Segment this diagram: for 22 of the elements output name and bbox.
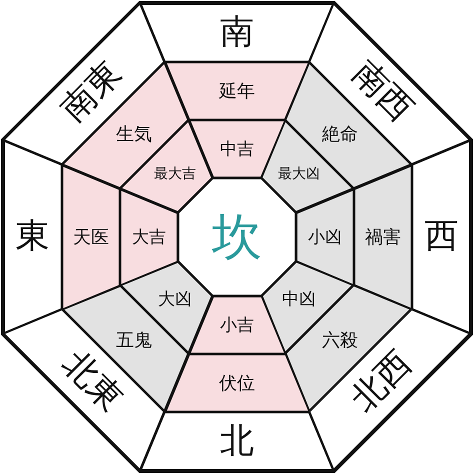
zone-label: 延年	[218, 82, 255, 100]
zone-label: 中凶	[282, 290, 316, 308]
direction-label: 北	[220, 424, 254, 458]
zone-label: 禍害	[365, 228, 401, 246]
direction-label: 南	[220, 16, 254, 50]
zone-label: 六殺	[322, 331, 358, 350]
direction-label: 東	[16, 220, 50, 254]
zone-label: 生気	[116, 124, 152, 143]
zone-label: 絶命	[322, 124, 358, 143]
zone-label: 大凶	[158, 290, 192, 308]
zone-label: 天医	[73, 228, 109, 246]
zone-label: 伏位	[218, 374, 255, 392]
zone-label: 小吉	[220, 316, 254, 334]
zone-label: 中吉	[220, 140, 254, 158]
direction-label: 西	[424, 220, 458, 254]
center-character: 坎	[212, 212, 262, 262]
zone-label: 最大凶	[278, 168, 320, 182]
zone-label: 最大吉	[154, 168, 196, 182]
zone-label: 大吉	[132, 228, 166, 246]
zone-sector	[62, 164, 120, 310]
zone-sector	[164, 354, 310, 412]
zone-label: 小凶	[308, 228, 342, 246]
